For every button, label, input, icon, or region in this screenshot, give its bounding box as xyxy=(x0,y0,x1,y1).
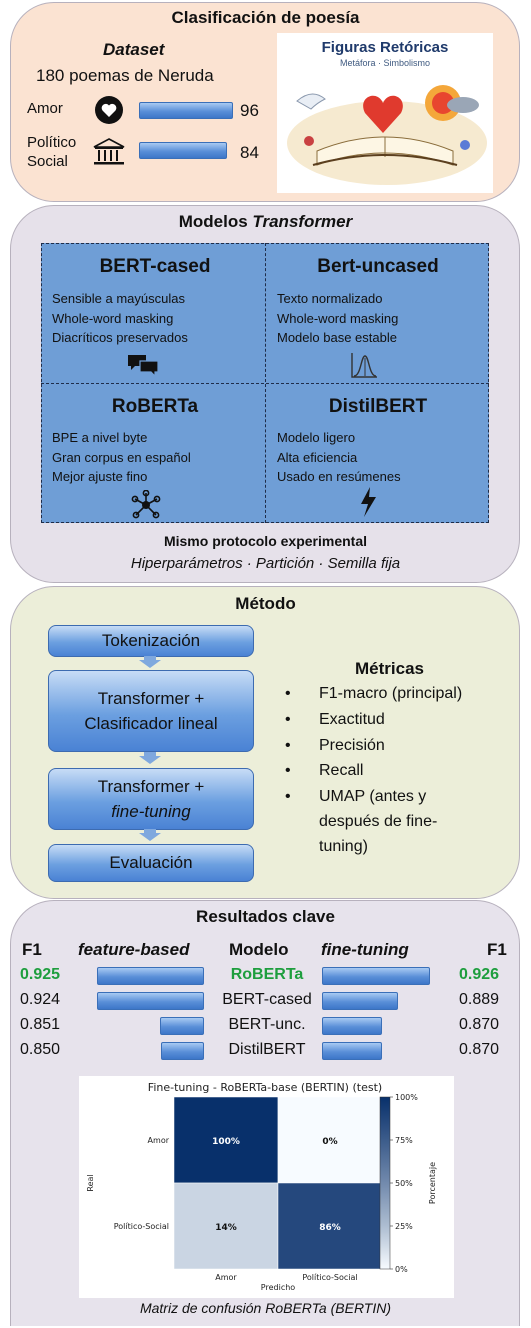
rhetorical-figures-illustration: Figuras Retóricas Metáfora · Simbolismo xyxy=(277,33,493,193)
header-fine-tuning: fine-tuning xyxy=(321,940,409,959)
class-politico-label: Político Social xyxy=(27,134,77,170)
network-icon xyxy=(131,489,161,520)
heatmap-cell-label: 86% xyxy=(319,1223,341,1233)
row-model-name: RoBERTa xyxy=(230,966,304,983)
heatmap-cell xyxy=(277,1096,383,1184)
colorbar-tick-label: 75% xyxy=(395,1136,413,1145)
metric-item-continuation: tuning) xyxy=(319,838,368,855)
confusion-matrix-chart: Fine-tuning - RoBERTa-base (BERTIN) (tes… xyxy=(79,1076,454,1298)
model-bert-uncased-title: Bert-uncased xyxy=(317,256,439,277)
section1-title: Clasificación de poesía xyxy=(171,8,360,27)
lightning-icon xyxy=(358,486,378,518)
colorbar-tick-label: 100% xyxy=(395,1093,418,1102)
colorbar-tick-label: 50% xyxy=(395,1179,413,1188)
colorbar-label: Porcentaje xyxy=(428,1162,437,1204)
x-axis-label: Predicho xyxy=(261,1283,295,1292)
confusion-matrix-svg: Fine-tuning - RoBERTa-base (BERTIN) (tes… xyxy=(86,1081,437,1292)
arrow-down-icon xyxy=(139,656,161,668)
metric-item: Recall xyxy=(285,762,363,780)
metric-item-continuation: después de fine- xyxy=(319,813,438,830)
header-model: Modelo xyxy=(229,940,289,959)
dataset-description: 180 poemas de Neruda xyxy=(36,66,214,85)
row-f1-fine-tuning: 0.889 xyxy=(459,991,500,1008)
model-roberta-features: BPE a nivel byte Gran corpus en español … xyxy=(52,430,191,484)
feature-based-bar xyxy=(161,1042,204,1060)
model-roberta-title: RoBERTa xyxy=(111,396,199,417)
step-evaluacion: Evaluación xyxy=(48,844,254,882)
class-politico-count: 84 xyxy=(240,143,259,162)
row-model-name: BERT-cased xyxy=(222,991,312,1008)
metric-item: Exactitud xyxy=(285,711,385,729)
protocol-title: Mismo protocolo experimental xyxy=(163,533,368,549)
colorbar-tick-label: 25% xyxy=(395,1222,413,1231)
chart-title: Fine-tuning - RoBERTa-base (BERTIN) (tes… xyxy=(148,1081,382,1094)
heatmap-cell-label: 0% xyxy=(322,1137,337,1147)
header-f1-right: F1 xyxy=(487,940,507,959)
row-model-name: DistilBERT xyxy=(228,1041,306,1058)
fine-tuning-bar xyxy=(322,1017,382,1035)
row-f1-fine-tuning: 0.870 xyxy=(459,1016,500,1033)
arrow-down-icon xyxy=(139,752,161,764)
arrow-down-icon xyxy=(139,829,161,841)
row-model-name: BERT-unc. xyxy=(228,1016,306,1033)
class-amor-count: 96 xyxy=(240,101,259,120)
confusion-matrix-caption: Matriz de confusión RoBERTa (BERTIN) xyxy=(139,1300,392,1316)
heatmap-cell-label: 14% xyxy=(215,1223,237,1233)
heatmap-cell xyxy=(173,1096,279,1184)
colorbar-tick-label: 0% xyxy=(395,1265,408,1274)
x-tick-label: Amor xyxy=(215,1273,237,1282)
x-tick-label: Político-Social xyxy=(302,1273,357,1282)
model-distilbert-features: Modelo ligero Alta eficiencia Usado en r… xyxy=(277,430,401,484)
class-amor-bar xyxy=(139,102,233,119)
section2-title: Modelos Transformer xyxy=(178,212,353,231)
step-transformer-finetuning: Transformer +fine-tuning xyxy=(48,768,254,830)
heart-icon xyxy=(94,95,124,125)
chat-bubbles-icon xyxy=(126,353,160,378)
heatmap-cell xyxy=(173,1182,279,1270)
protocol-description: Hiperparámetros · Partición · Semilla fi… xyxy=(130,555,401,572)
metrics-title: Métricas xyxy=(355,659,424,678)
colorbar xyxy=(379,1096,391,1270)
feature-based-bar xyxy=(97,992,204,1010)
row-f1-fine-tuning: 0.926 xyxy=(459,966,500,983)
row-f1-feature-based: 0.924 xyxy=(20,991,61,1008)
row-f1-feature-based: 0.851 xyxy=(20,1016,61,1033)
metric-item: Precisión xyxy=(285,737,385,755)
heatmap-cell xyxy=(277,1182,383,1270)
heatmap-cell-label: 100% xyxy=(212,1137,240,1147)
y-tick-label: Político-Social xyxy=(114,1222,169,1231)
row-f1-fine-tuning: 0.870 xyxy=(459,1041,500,1058)
section4-title: Resultados clave xyxy=(196,907,335,926)
y-axis-label: Real xyxy=(86,1174,95,1191)
section3-title: Método xyxy=(235,594,296,613)
grid-divider-horizontal xyxy=(41,383,489,384)
dataset-label: Dataset xyxy=(103,40,165,59)
step-transformer-clasificador: Transformer +Clasificador lineal xyxy=(48,670,254,752)
class-amor-label: Amor xyxy=(27,100,63,117)
fine-tuning-bar xyxy=(322,1042,382,1060)
header-feature-based: feature-based xyxy=(78,940,190,959)
row-f1-feature-based: 0.850 xyxy=(20,1041,61,1058)
metric-item: UMAP (antes y xyxy=(285,788,426,806)
header-f1-left: F1 xyxy=(22,940,42,959)
model-bert-cased-features: Sensible a mayúsculas Whole-word masking… xyxy=(52,291,188,345)
feature-based-bar xyxy=(160,1017,204,1035)
model-bert-cased-title: BERT-cased xyxy=(99,256,211,277)
illustration-subtitle: Metáfora · Simbolismo xyxy=(339,58,431,68)
step-tokenizacion: Tokenización xyxy=(48,625,254,657)
building-icon xyxy=(92,137,126,167)
illustration-title: Figuras Retóricas xyxy=(321,39,449,56)
model-distilbert-title: DistilBERT xyxy=(328,396,428,417)
class-politico-bar xyxy=(139,142,227,159)
model-bert-uncased-features: Texto normalizado Whole-word masking Mod… xyxy=(277,291,399,345)
fine-tuning-bar xyxy=(322,992,398,1010)
feature-based-bar xyxy=(97,967,204,985)
bell-curve-icon xyxy=(349,350,379,380)
metric-item: F1-macro (principal) xyxy=(285,685,462,703)
fine-tuning-bar xyxy=(322,967,430,985)
y-tick-label: Amor xyxy=(148,1136,170,1145)
row-f1-feature-based: 0.925 xyxy=(20,966,61,983)
